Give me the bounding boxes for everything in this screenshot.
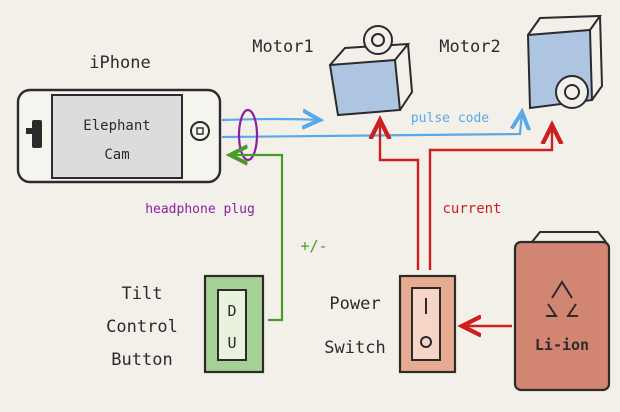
plus-minus-label: +/- bbox=[300, 237, 327, 255]
motor2-label: Motor2 bbox=[439, 37, 500, 57]
tilt-label-line1: Tilt bbox=[122, 284, 163, 304]
recycle-icon bbox=[546, 280, 578, 317]
headphone-plug-label: headphone plug bbox=[145, 202, 255, 217]
battery-label: Li-ion bbox=[535, 336, 589, 354]
plus-minus-line bbox=[230, 155, 284, 322]
iphone bbox=[16, 88, 222, 184]
motor1 bbox=[328, 25, 414, 117]
li-ion-battery bbox=[513, 231, 611, 392]
switch-top-letter: D bbox=[227, 302, 236, 320]
iphone-screen bbox=[51, 94, 183, 179]
pulse-code-lines bbox=[221, 112, 522, 139]
circle-button-icon bbox=[190, 121, 210, 141]
power-label-line2: Switch bbox=[324, 338, 385, 358]
camera-icon bbox=[26, 120, 42, 148]
screen-label-line1: Elephant bbox=[83, 118, 150, 134]
tilt-label-line3: Button bbox=[111, 350, 172, 370]
pulse-code-label: pulse code bbox=[411, 111, 489, 126]
tilt-control-switch bbox=[203, 274, 265, 374]
screen-label-line2: Cam bbox=[104, 147, 129, 163]
power-switch bbox=[398, 274, 457, 374]
tilt-label-line2: Control bbox=[106, 317, 178, 337]
headphone-plug-icon bbox=[237, 108, 259, 162]
current-label: current bbox=[442, 201, 501, 217]
power-label-line1: Power bbox=[329, 294, 380, 314]
iphone-label: iPhone bbox=[89, 53, 150, 73]
motor2 bbox=[526, 14, 604, 110]
current-lines bbox=[380, 120, 552, 326]
switch-bottom-letter: U bbox=[227, 334, 236, 352]
motor1-label: Motor1 bbox=[252, 37, 313, 57]
